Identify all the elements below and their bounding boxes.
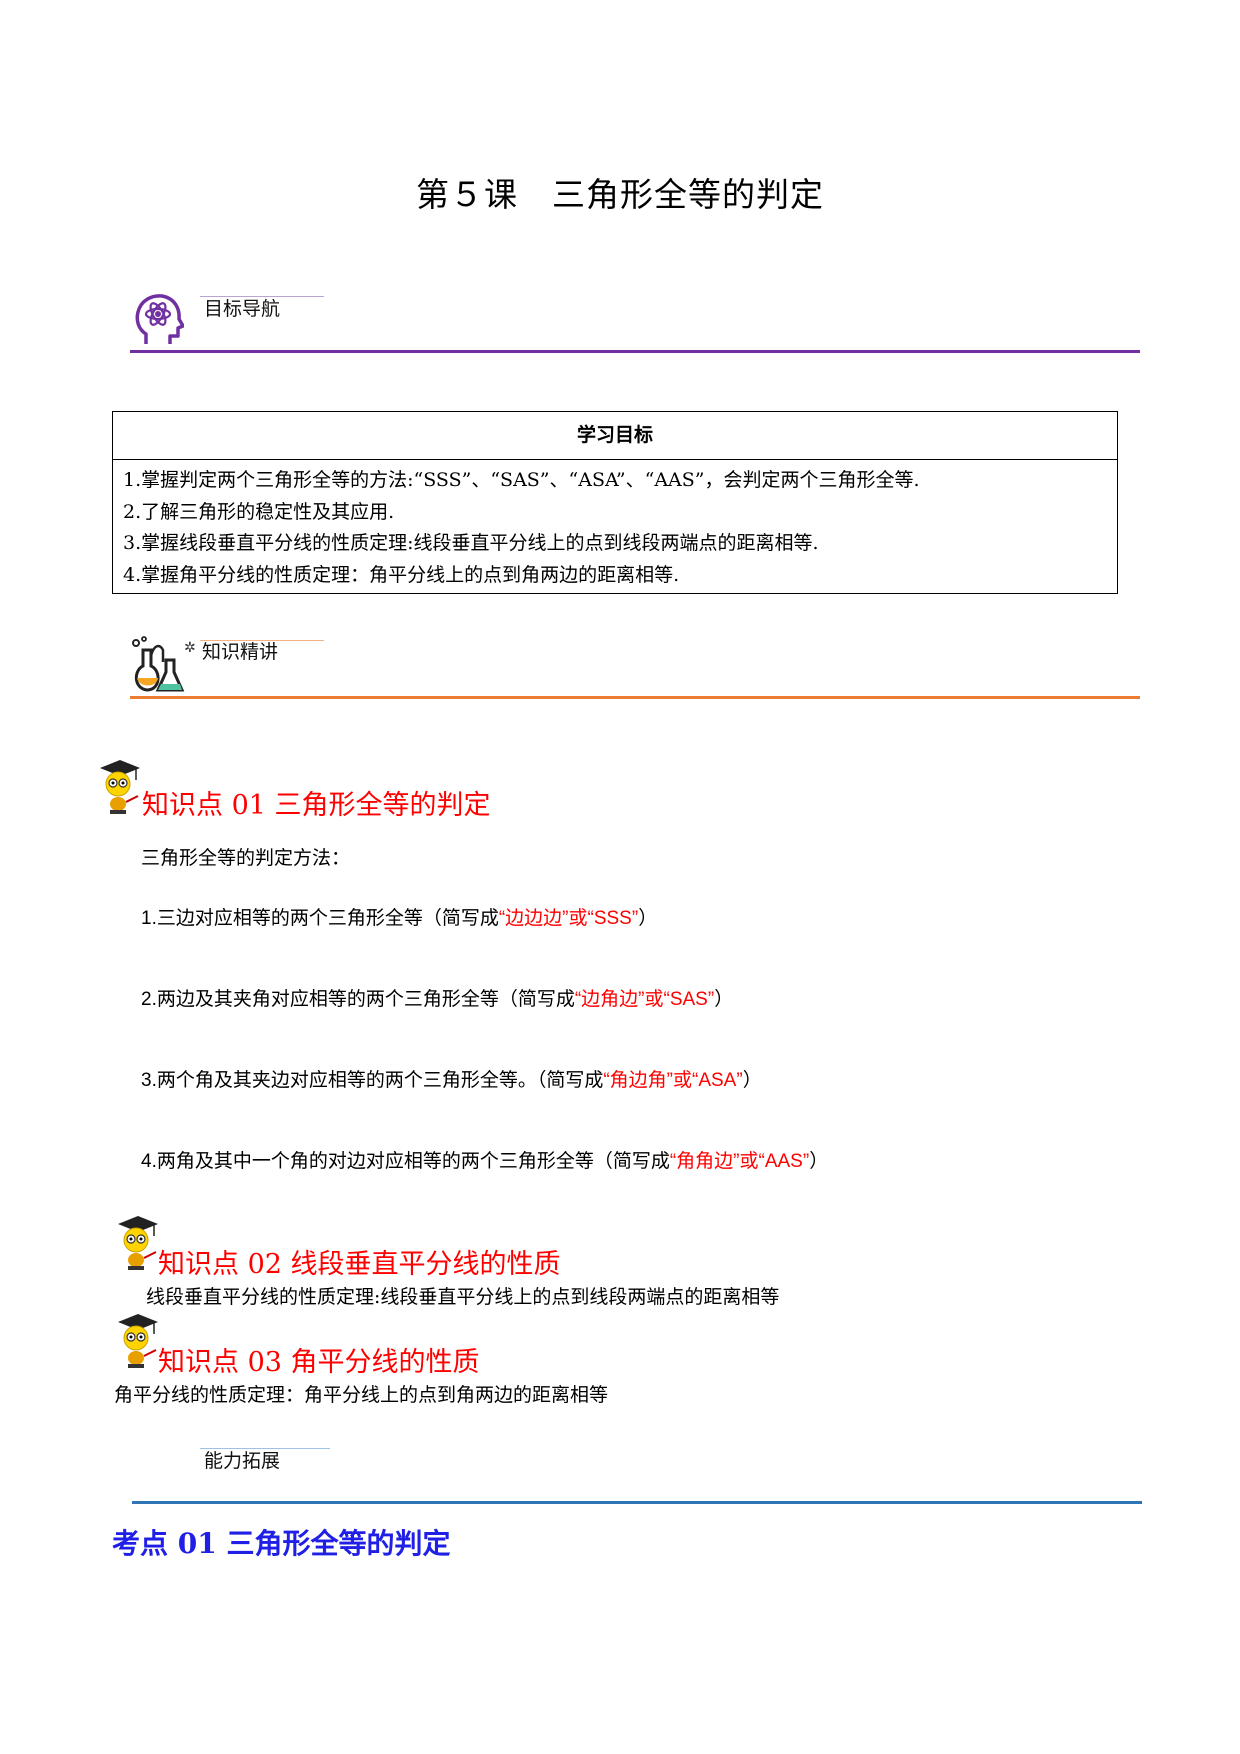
method-text: 2.两边及其夹角对应相等的两个三角形全等（简写成: [141, 989, 575, 1010]
kp3-title: 知识点 03 角平分线的性质: [158, 1347, 480, 1378]
section-thin-line: [200, 1448, 330, 1449]
student-mascot-icon: [114, 1212, 160, 1272]
goals-list: 1.掌握判定两个三角形全等的方法:“SSS”、“SAS”、“ASA”、“AAS”…: [113, 460, 1117, 593]
kp1-intro: 三角形全等的判定方法：: [141, 847, 351, 869]
section-thin-line: [200, 640, 324, 641]
student-mascot-icon: [114, 1310, 160, 1370]
head-atom-icon: [134, 292, 185, 348]
goal-item: 3.掌握线段垂直平分线的性质定理:线段垂直平分线上的点到线段两端点的距离相等.: [123, 532, 819, 554]
section-thin-line: [200, 296, 324, 297]
method-item-sas: 2.两边及其夹角对应相等的两个三角形全等（简写成“边角边”或“SAS”）: [141, 984, 733, 1011]
method-item-asa: 3.两个角及其夹边对应相等的两个三角形全等。（简写成“角边角”或“ASA”）: [141, 1065, 762, 1092]
method-abbr: “边边边”或“SSS”: [498, 908, 639, 929]
kp2-text: 线段垂直平分线的性质定理:线段垂直平分线上的点到线段两端点的距离相等: [146, 1286, 780, 1308]
method-end: ）: [714, 989, 734, 1010]
section-knowledge: 知识精讲: [202, 641, 279, 663]
method-end: ）: [638, 908, 658, 929]
goal-item: 2.了解三角形的稳定性及其应用.: [123, 500, 395, 523]
kp3-text: 角平分线的性质定理：角平分线上的点到角两边的距离相等: [114, 1384, 609, 1406]
lab-flask-icon: [130, 636, 186, 694]
method-text: 1.三边对应相等的两个三角形全等（简写成: [141, 908, 499, 929]
sparkle-icon: ✲: [184, 640, 196, 656]
method-end: ）: [742, 1070, 762, 1091]
method-item-sss: 1.三边对应相等的两个三角形全等（简写成“边边边”或“SSS”）: [141, 903, 657, 930]
kp2-title: 知识点 02 线段垂直平分线的性质: [158, 1249, 561, 1280]
section-ability: 能力拓展: [204, 1450, 281, 1472]
method-abbr: “角边角”或“ASA”: [603, 1070, 743, 1091]
method-text: 3.两个角及其夹边对应相等的两个三角形全等。（简写成: [141, 1070, 604, 1091]
method-item-aas: 4.两角及其中一个角的对边对应相等的两个三角形全等（简写成“角角边”或“AAS”…: [141, 1146, 828, 1173]
method-abbr: “边角边”或“SAS”: [574, 989, 715, 1010]
learning-goals-table: 学习目标 1.掌握判定两个三角形全等的方法:“SSS”、“SAS”、“ASA”、…: [112, 411, 1118, 594]
page-title: 第５课 三角形全等的判定: [416, 175, 824, 214]
section-divider-blue: [132, 1501, 1142, 1504]
goal-item: 4.掌握角平分线的性质定理：角平分线上的点到角两边的距离相等.: [123, 563, 680, 586]
section-target-nav: 目标导航: [204, 298, 281, 320]
method-end: ）: [809, 1151, 829, 1172]
exam-point-title: 考点 01 三角形全等的判定: [112, 1527, 451, 1560]
goal-item: 1.掌握判定两个三角形全等的方法:“SSS”、“SAS”、“ASA”、“AAS”…: [123, 469, 920, 491]
section-divider-purple: [130, 350, 1140, 353]
section-divider-orange: [130, 696, 1140, 699]
student-mascot-icon: [96, 756, 142, 816]
method-abbr: “角角边”或“AAS”: [669, 1151, 810, 1172]
kp1-title: 知识点 01 三角形全等的判定: [142, 790, 491, 821]
method-text: 4.两角及其中一个角的对边对应相等的两个三角形全等（简写成: [141, 1151, 670, 1172]
goals-header: 学习目标: [113, 412, 1117, 460]
